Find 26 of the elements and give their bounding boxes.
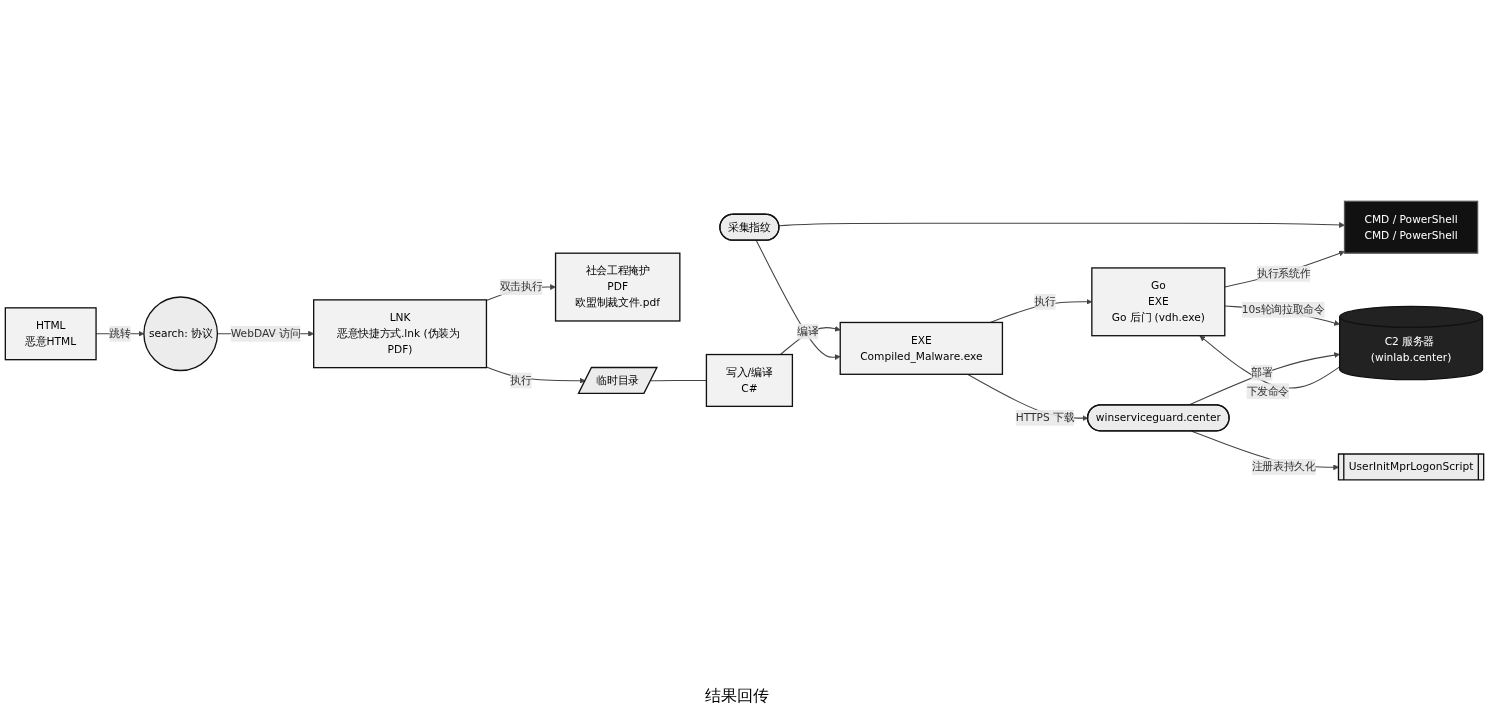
connector [650,380,707,382]
node-box: CMD / PowerShell CMD / PowerShell [1343,201,1479,255]
arrow [485,366,586,385]
node-circle: search: 协议 [143,296,219,372]
node-box: LNK 恶意快捷方式.lnk (伪装为 PDF) [313,299,488,369]
node-box: 社会工程掩护 PDF 欧盟制裁文件.pdf [554,252,681,322]
arrow [1199,335,1341,389]
node-box: HTML 恶意HTML [4,307,97,361]
edge-label: 执行 [510,374,532,387]
arrow [778,222,1345,229]
edge-label: 执行 [1034,295,1056,309]
node-box: Go EXE Go 后门 (vdh.exe) [1091,267,1226,337]
edge-label: 双击执行 [499,280,543,294]
edge-label: 下发命令 [1246,384,1290,398]
node-box: EXE Compiled_Malware.exe [839,322,1004,376]
note-text: 结果回传 [704,686,769,705]
node-box: 写入/编译 C# [705,354,794,408]
edge-label: 编译 [797,325,819,338]
edge-label: 注册表持久化 [1251,460,1316,474]
edge-label: WebDAV 访问 [230,327,301,341]
arrow [1224,251,1345,288]
edge-label: 部署 [1251,366,1273,380]
edge-label: HTTPS 下载 [1015,411,1075,425]
edge-label: 跳转 [109,327,131,341]
edge-label: 执行系统作 [1257,267,1311,281]
edge-label: 10s轮询拉取命令 [1241,303,1325,316]
